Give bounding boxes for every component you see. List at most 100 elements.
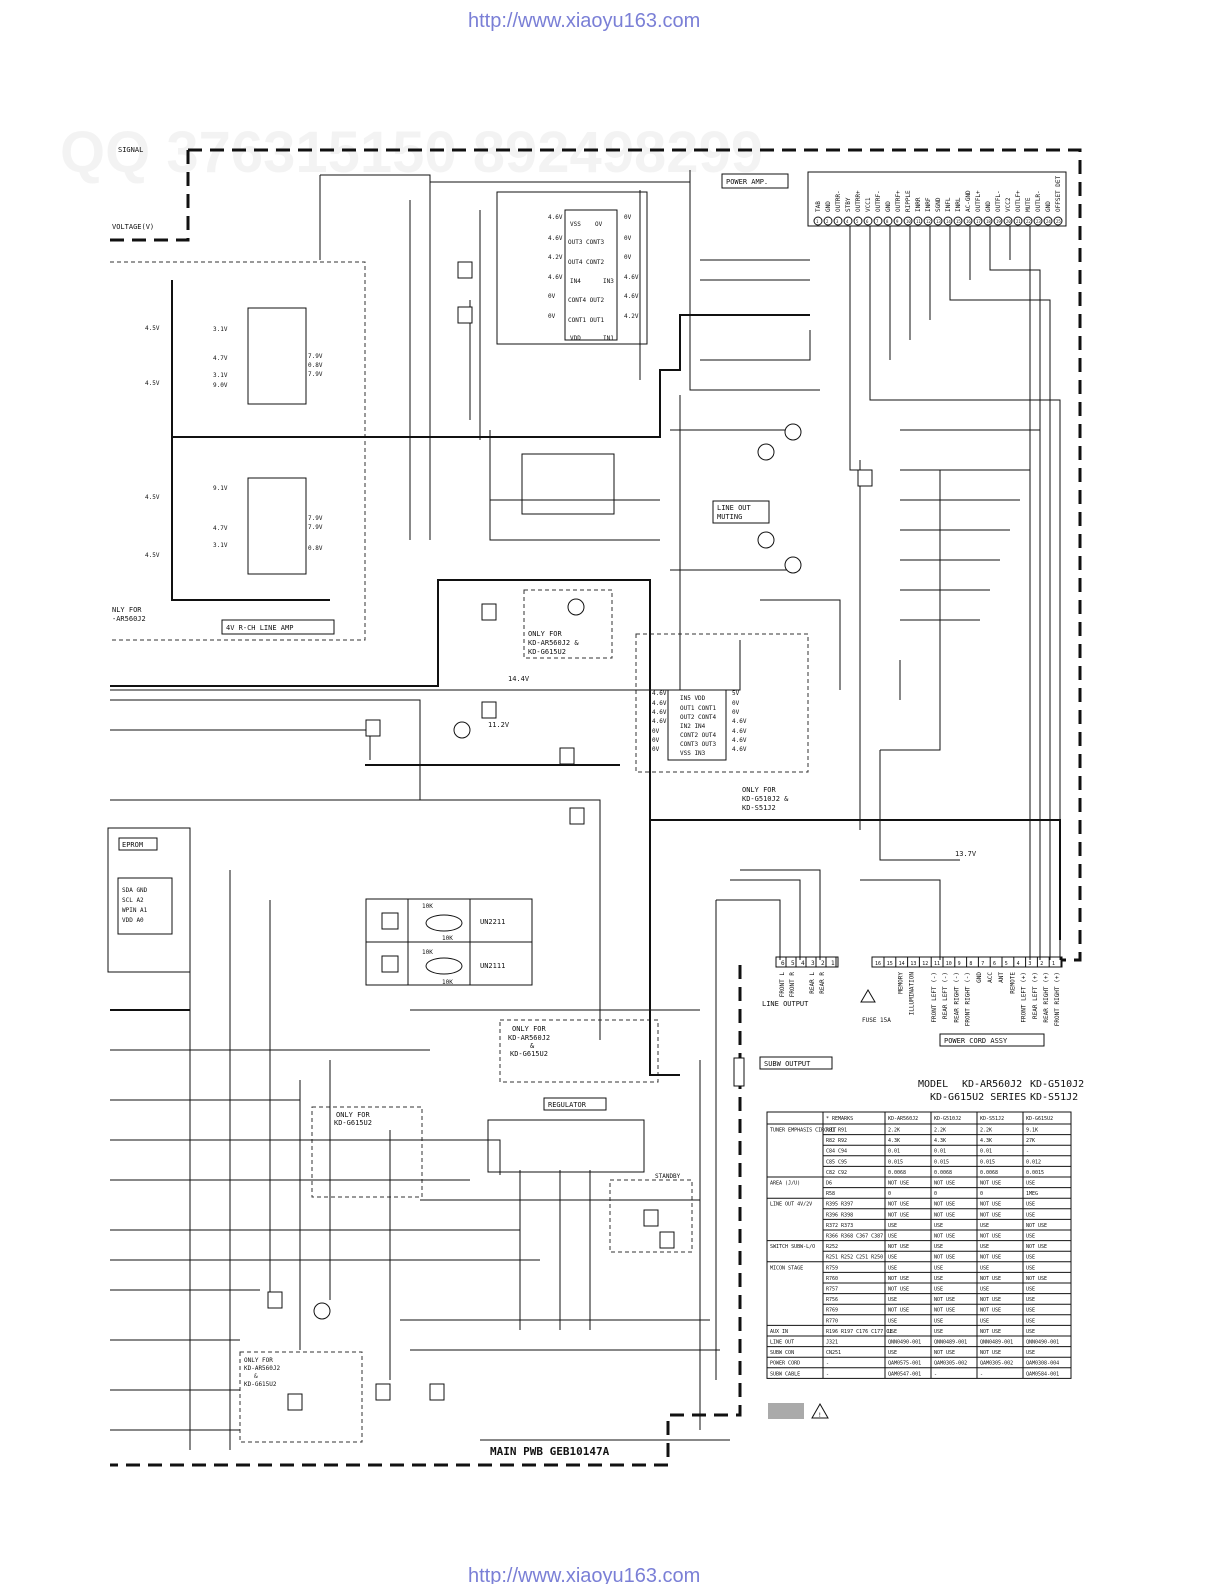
power-cord-pin-number: 7 <box>981 961 984 967</box>
spec-table-group: AREA (J/U) <box>770 1181 800 1187</box>
ic-opamp-upper <box>247 307 307 405</box>
line-output-label: LINE OUTPUT <box>762 1000 809 1008</box>
spec-table-cell: 27K <box>1026 1138 1035 1144</box>
spec-table-cell: R395 R397 <box>826 1202 853 1208</box>
spec-table-cell: NOT USE <box>980 1202 1001 1208</box>
spec-table-cell: R252 <box>826 1244 838 1250</box>
spec-table-cell: USE <box>888 1255 897 1261</box>
spec-table-group: MICON STAGE <box>770 1265 803 1271</box>
power-amp-pin-number: 5 <box>856 219 859 224</box>
spec-table-group: SWITCH SUBW-L/O <box>770 1244 815 1250</box>
regulator-ic <box>487 1119 645 1173</box>
svg-text:VDD A0: VDD A0 <box>122 917 144 924</box>
power-amp-pin-number: 23 <box>1036 219 1041 224</box>
spec-table-cell: USE <box>888 1234 897 1240</box>
spec-table-cell: 4.3K <box>980 1138 992 1144</box>
spec-table-cell: NOT USE <box>888 1287 909 1293</box>
svg-text:5V: 5V <box>732 690 740 697</box>
spec-table-cell: NOT USE <box>1026 1244 1047 1250</box>
watermark-qq: QQ 376315150 892498299 <box>60 120 763 185</box>
transistor-icon <box>453 721 471 739</box>
spec-table-cell: R757 <box>826 1287 838 1293</box>
wire-network <box>110 170 1061 1450</box>
only-for-mid-2: KD-AR560J2 & <box>528 639 579 647</box>
spec-table-cell: QNN0490-001 <box>888 1340 921 1346</box>
svg-text:4.2V: 4.2V <box>548 254 563 261</box>
power-amp-pin <box>813 216 823 226</box>
v137-label: 13.7V <box>955 850 977 858</box>
power-amp-pin <box>923 216 933 226</box>
power-amp-pin-name: INRF <box>925 197 932 212</box>
spec-table-cell: USE <box>1026 1202 1035 1208</box>
svg-text:4.6V: 4.6V <box>652 700 667 707</box>
un2211-r2: 10K <box>442 935 453 942</box>
power-cord-pin-number: 10 <box>946 961 952 967</box>
svg-text:4.7V: 4.7V <box>213 355 228 362</box>
power-amp-pin-number: 20 <box>1006 219 1011 224</box>
spec-table-header: KD-G510J2 <box>934 1116 961 1122</box>
power-cord-pin-number: 15 <box>887 961 893 967</box>
svg-text:7.9V: 7.9V <box>308 524 323 531</box>
un2111-r2: 10K <box>442 979 453 986</box>
power-amp-pin <box>933 216 943 226</box>
spec-table-cell: USE <box>934 1223 943 1229</box>
power-cord-pin-name: GND <box>976 972 983 983</box>
power-amp-pin-name: OUTRR+ <box>855 190 862 212</box>
spec-table-cell: USE <box>980 1265 989 1271</box>
spec-table-cell: R759 <box>826 1265 838 1271</box>
spec-table-cell: USE <box>1026 1287 1035 1293</box>
svg-text:4.5V: 4.5V <box>145 380 160 387</box>
spec-table-cell: NOT USE <box>934 1308 955 1314</box>
power-cord-pin-name: ACC <box>987 972 994 983</box>
warning-legend-icon <box>811 1402 829 1419</box>
svg-text:4.6V: 4.6V <box>652 690 667 697</box>
power-amp-pin-name: VCC1 <box>865 197 872 212</box>
power-cord-pin-name: FRONT RIGHT (-) <box>965 972 972 1026</box>
svg-text:7.9V: 7.9V <box>308 515 323 522</box>
transistor-icon <box>567 598 585 616</box>
line-amp-label: 4V R-CH LINE AMP <box>226 624 293 632</box>
svg-text:4.5V: 4.5V <box>145 325 160 332</box>
only-ar560-2: KD-AR560J2 <box>508 1034 550 1042</box>
power-amp-pin <box>953 216 963 226</box>
spec-table-cell: USE <box>934 1265 943 1271</box>
un2211-label: UN2211 <box>480 918 505 926</box>
subw-output-label-box <box>759 1056 833 1070</box>
only-for-left-1: NLY FOR <box>112 606 142 614</box>
svg-text:9.0V: 9.0V <box>213 382 228 389</box>
spec-table-cell: USE <box>888 1350 897 1356</box>
fuse-label: FUSE 15A <box>862 1017 891 1024</box>
warning-icon <box>860 989 876 1003</box>
ic-line-amp-top-core <box>564 209 618 341</box>
power-amp-pin-name: OUTFL+ <box>975 190 982 212</box>
model-ar560: KD-AR560J2 <box>962 1079 1022 1090</box>
spec-table-cell: USE <box>934 1276 943 1282</box>
power-amp-pin <box>973 216 983 226</box>
spec-table-cell: NOT USE <box>934 1202 955 1208</box>
ic-opamp-lower <box>247 477 307 575</box>
power-cord-pin-name: FRONT LEFT (+) <box>1021 972 1028 1023</box>
signal-label: SIGNAL <box>118 146 143 154</box>
subw-output-label: SUBW OUTPUT <box>764 1060 811 1068</box>
power-cord-pin-number: 11 <box>934 961 940 967</box>
spec-table-cell: USE <box>1026 1329 1035 1335</box>
power-amp-pins: 1TAB2GND3OUTRR-4STBY5OUTRR+6VCC17OUTRF-8… <box>813 175 1063 226</box>
power-amp-pin <box>823 216 833 226</box>
power-amp-pin-number: 6 <box>866 219 869 224</box>
spec-table-cell: NOT USE <box>980 1329 1001 1335</box>
power-amp-pin <box>913 216 923 226</box>
power-amp-pin-number: 7 <box>876 219 879 224</box>
spec-table-cell: NOT USE <box>1026 1276 1047 1282</box>
power-cord-pin-name: ILLUMINATION <box>909 972 916 1016</box>
spec-table-cell: USE <box>1026 1181 1035 1187</box>
svg-text:0V: 0V <box>652 746 660 753</box>
power-amp-pin-number: 19 <box>996 219 1001 224</box>
svg-text:0V: 0V <box>624 254 632 261</box>
standby-label: STANDBY <box>655 1173 681 1180</box>
power-amp-pin-name: INRL <box>955 197 962 212</box>
spec-table-cell: 0.0068 <box>980 1170 998 1176</box>
power-amp-pin-number: 16 <box>966 219 971 224</box>
line-output-pin-name: FRONT L <box>779 972 786 998</box>
line-output-pin-number: 3 <box>811 960 815 967</box>
eeprom-ic <box>117 877 173 935</box>
